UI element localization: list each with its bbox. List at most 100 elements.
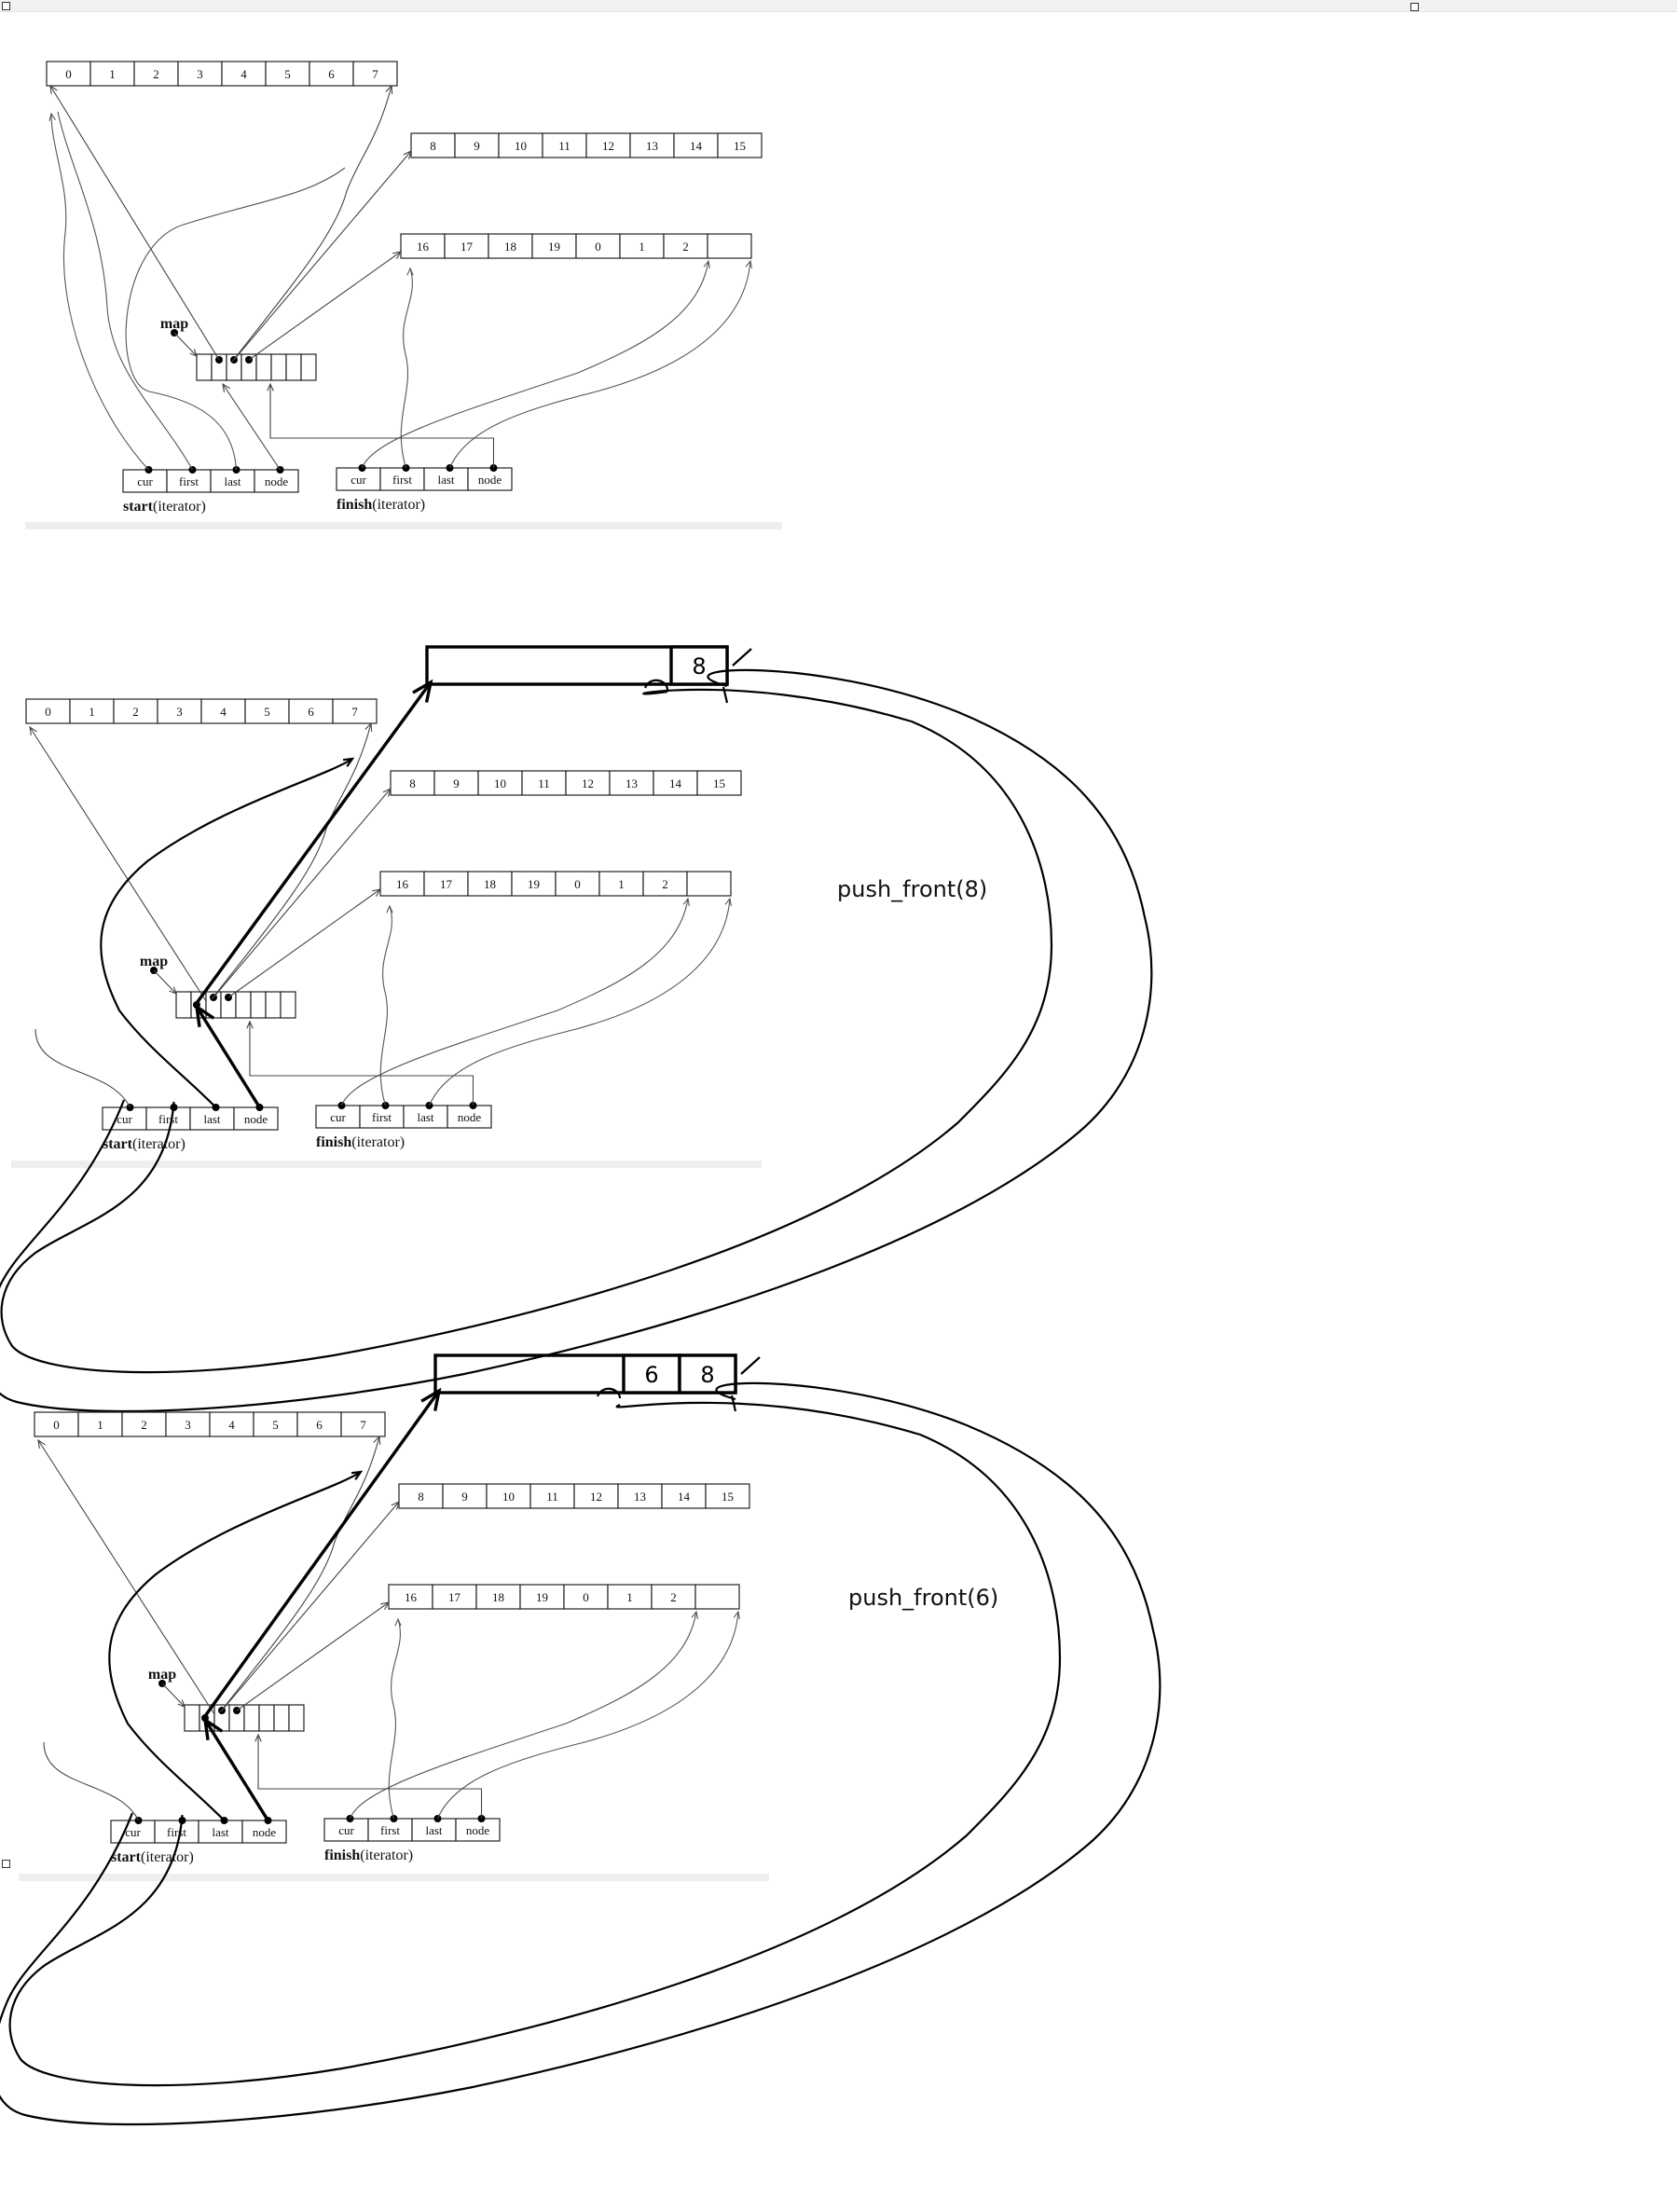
- start-iter-p1-cell-1: [166, 469, 212, 493]
- block1-p3-cell-2: [486, 1483, 531, 1509]
- new-block-cell-0-p2: [669, 645, 729, 686]
- block1-p2-cell-5: [609, 770, 654, 796]
- block1-p1-cell-label-1: 9: [474, 139, 480, 153]
- start-label-bold-p2: start: [103, 1136, 133, 1152]
- start-label-p1: start(iterator): [123, 499, 206, 515]
- block1-p1-cell-label-7: 15: [734, 139, 746, 153]
- start-iter-p3-cell-label-2: last: [212, 1825, 228, 1839]
- finish-iter-p3-cell-label-2: last: [425, 1823, 442, 1837]
- block0-end-curve-p3: [219, 1436, 380, 1713]
- block1-p3-cell-label-5: 13: [634, 1490, 646, 1504]
- finish-label-bold-p1: finish: [337, 497, 372, 513]
- finish-cur-loop-outer-p3: [0, 1381, 1162, 2126]
- block2-p1-cell-1: [444, 233, 489, 259]
- finish-label-p3: finish(iterator): [324, 1848, 413, 1863]
- slot3-to-block2-p2-head: [372, 888, 382, 898]
- block1-p1-cell-label-5: 13: [646, 139, 658, 153]
- finish-first-link-p2: [379, 905, 392, 1106]
- map-label-p1: map: [160, 316, 188, 332]
- block2-p1-cell-label-3: 19: [548, 240, 560, 254]
- block2-p1-cell-6: [663, 233, 708, 259]
- finish-last-link-head-p2: [724, 897, 732, 906]
- block0-p1-cell-label-3: 3: [197, 67, 203, 81]
- map-p2-cell-5: [250, 991, 267, 1019]
- block0-p2-cell-6: [288, 698, 334, 724]
- slot3-to-block2-p2-line: [227, 888, 381, 998]
- resize-handle-left-middle[interactable]: [2, 1860, 10, 1868]
- block1-p2-cell-label-3: 11: [538, 776, 550, 790]
- block0-p2-cell-label-4: 4: [220, 705, 227, 719]
- finish-iter-p3-cell-3: [455, 1818, 501, 1842]
- finish-last-link-p1: [448, 260, 751, 469]
- finish-label-rest-p2: (iterator): [351, 1134, 405, 1150]
- block1-p3-cell-5: [617, 1483, 663, 1509]
- block0-end-curve-head-p2: [364, 721, 373, 733]
- finish-iter-p1-cell-label-2: last: [437, 473, 454, 487]
- block1-p1-cell-5: [629, 132, 675, 158]
- block0-p3-cell-label-4: 4: [228, 1418, 235, 1432]
- block0-end-curve-head-p3: [373, 1435, 381, 1446]
- finish-iter-p2-cell-2: [403, 1105, 448, 1129]
- block1-p1-cell-label-0: 8: [430, 139, 436, 153]
- slot2-to-block1-p3-line: [221, 1501, 400, 1711]
- block1-p1-cell-6: [673, 132, 719, 158]
- block1-p3-cell-0: [398, 1483, 444, 1509]
- map-p3-cell-0: [184, 1704, 200, 1732]
- map-p1-cell-5: [270, 353, 287, 381]
- start-cur-hook-p2: [34, 1028, 131, 1108]
- finish-first-link-head-p2: [386, 904, 393, 914]
- map-pointer-arrow-p2-head: [169, 986, 177, 995]
- new-block-value-1-p3: 8: [700, 1362, 714, 1388]
- start-node-link-p1-line: [222, 383, 281, 471]
- block2-p2-cell-1: [423, 871, 469, 897]
- block1-p3-cell-label-4: 12: [590, 1490, 602, 1504]
- map-pointer-arrow-p1-head: [189, 349, 198, 357]
- block0-p3-cell-label-3: 3: [185, 1418, 191, 1432]
- finish-label-bold-p2: finish: [316, 1134, 351, 1150]
- start-last-loop-p3: [108, 1471, 362, 1821]
- finish-iter-p3-cell-0: [323, 1818, 369, 1842]
- block0-end-curve-p2: [211, 722, 372, 1000]
- slot3-to-block2-p3-line: [236, 1601, 390, 1711]
- block2-p3-cell-6: [651, 1584, 696, 1610]
- block0-p1-cell-label-4: 4: [241, 67, 247, 81]
- start-iter-p1-cell-label-2: last: [224, 474, 241, 488]
- map-to-new-block-p2: [195, 680, 433, 1005]
- block1-p3-cell-label-1: 9: [461, 1490, 468, 1504]
- operation-label-p3: push_front(6): [848, 1585, 998, 1611]
- finish-iter-p2-cell-3: [447, 1105, 492, 1129]
- new-block-end-mark-p2: [732, 648, 752, 666]
- map-to-new-block-head-p3: [420, 1387, 442, 1411]
- block2-p3-cell-label-1: 17: [448, 1590, 461, 1604]
- finish-node-link-head-p3: [254, 1733, 262, 1742]
- resize-handle-top-right[interactable]: [1410, 3, 1419, 11]
- new-block-cur-tick-p2: [643, 679, 669, 691]
- block2-p1-cell-5: [619, 233, 665, 259]
- start-iter-p3-cell-label-1: first: [167, 1825, 186, 1839]
- slot2-to-block1-p2-head: [382, 787, 392, 797]
- start-label-bold-p3: start: [111, 1849, 142, 1865]
- slot1-to-block0-p2-line: [29, 726, 207, 1002]
- finish-label-bold-p3: finish: [324, 1848, 360, 1863]
- block2-p3-cell-label-5: 1: [626, 1590, 633, 1604]
- block2-p2-cell-0: [379, 871, 425, 897]
- block1-p2-cell-0: [390, 770, 435, 796]
- block1-p2-cell-label-6: 14: [669, 776, 682, 790]
- new-block-cur-tick-p3: [596, 1387, 622, 1399]
- block2-p3-cell-label-6: 2: [670, 1590, 677, 1604]
- finish-cur-link-head-p3: [691, 1610, 698, 1619]
- block0-p1-cell-0: [46, 61, 91, 87]
- start-iter-p1-cell-0: [122, 469, 168, 493]
- finish-iter-p2-cell-label-3: node: [458, 1110, 482, 1124]
- finish-label-rest-p3: (iterator): [360, 1848, 413, 1863]
- block2-p2-cell-label-6: 2: [662, 877, 668, 891]
- block1-p2-cell-4: [565, 770, 611, 796]
- finish-label-rest-p1: (iterator): [372, 497, 425, 513]
- resize-handle-top-left[interactable]: [2, 2, 10, 10]
- block1-p1-cell-label-4: 12: [602, 139, 614, 153]
- block2-p1-cell-label-4: 0: [595, 240, 601, 254]
- panel-3-baseline: [19, 1874, 769, 1881]
- node-to-map-head-p2: [194, 1003, 215, 1028]
